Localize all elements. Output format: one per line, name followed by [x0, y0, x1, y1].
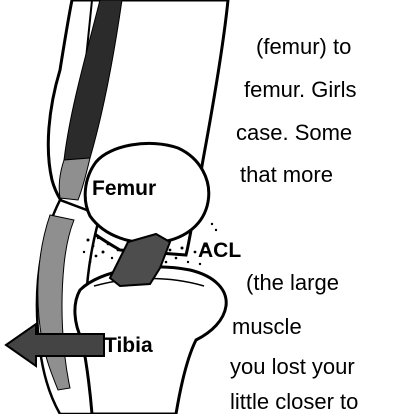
text-fragment: little closer to: [230, 391, 358, 413]
acl-pointer-dots: [211, 223, 217, 231]
text-fragment: femur. Girls: [244, 79, 356, 101]
label-tibia: Tibia: [104, 335, 153, 356]
text-fragment: case. Some: [236, 122, 352, 144]
text-fragment: muscle: [232, 316, 302, 338]
text-fragment: (femur) to: [256, 36, 351, 58]
text-fragment: you lost your: [230, 356, 355, 378]
label-acl: ACL: [198, 240, 241, 261]
text-fragment: that more: [240, 164, 333, 186]
text-fragment: (the large: [246, 272, 339, 294]
label-femur: Femur: [92, 178, 156, 199]
